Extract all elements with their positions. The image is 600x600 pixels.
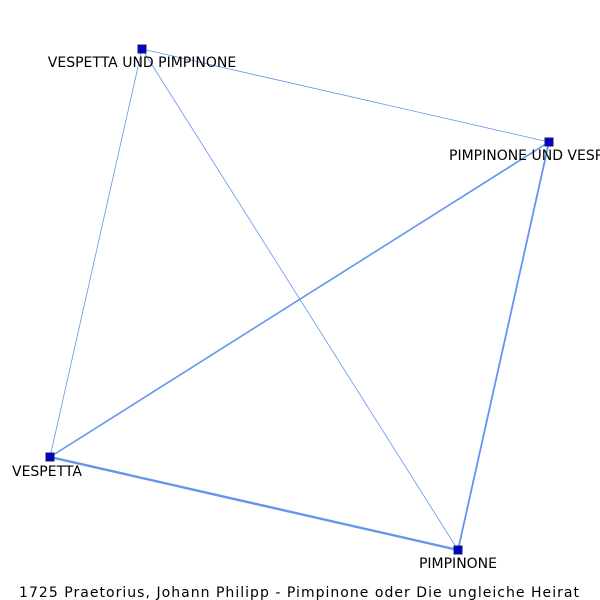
node-label: VESPETTA UND PIMPINONE [48,55,236,71]
edge-vup-puv [141,48,550,143]
node-label: PIMPINONE UND VESPETTA [449,148,600,164]
edge-v-p [49,455,459,552]
graph-node-v[interactable]: VESPETTA [12,452,82,480]
graph-node-p[interactable]: PIMPINONE [419,545,497,572]
node-marker[interactable] [137,44,147,54]
edge-puv-v [49,141,550,458]
edge-layer [49,48,550,552]
graph-node-vup[interactable]: VESPETTA UND PIMPINONE [48,44,236,71]
edge-puv-p [457,141,550,551]
graph-node-puv[interactable]: PIMPINONE UND VESPETTA [449,137,600,164]
node-layer: VESPETTA UND PIMPINONE PIMPINONE UND VESP… [12,44,600,572]
node-label: VESPETTA [12,464,82,480]
node-marker[interactable] [453,545,463,555]
node-label: PIMPINONE [419,556,497,572]
node-marker[interactable] [544,137,554,147]
edge-vup-v [49,48,143,458]
node-marker[interactable] [45,452,55,462]
graph-caption: 1725 Praetorius, Johann Philipp - Pimpin… [19,585,580,600]
